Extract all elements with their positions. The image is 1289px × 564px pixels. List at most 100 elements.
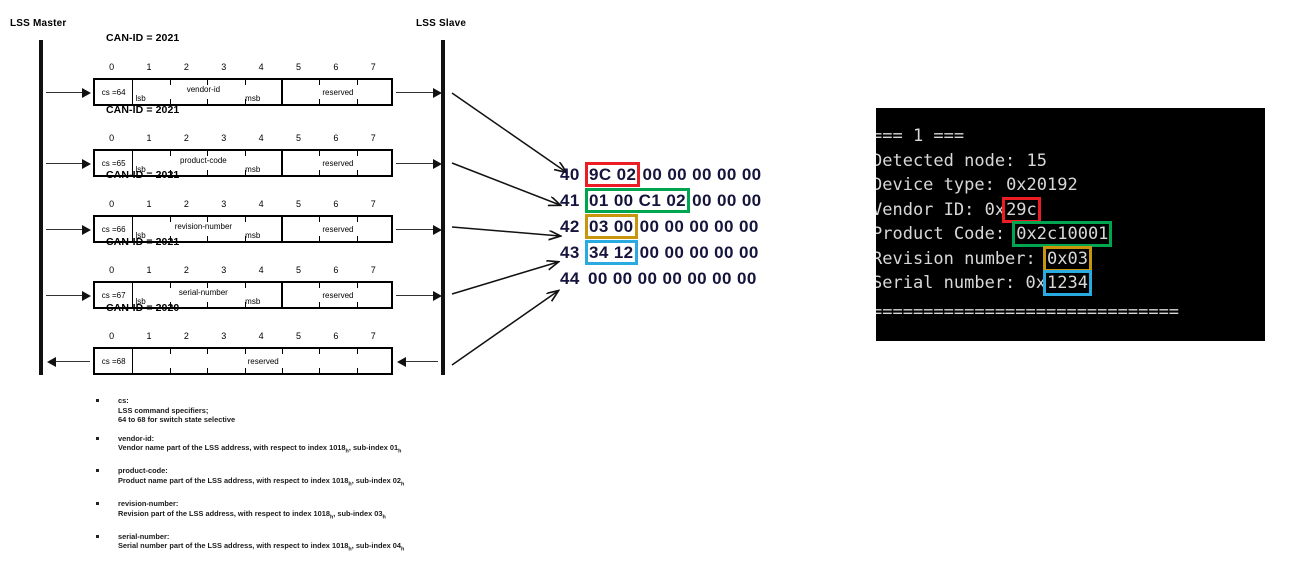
bit-tick (169, 99, 171, 104)
slave-in-arrow-1-line (396, 163, 435, 165)
bit-number: 6 (333, 133, 339, 143)
bit-tick (207, 170, 209, 175)
bit-number: 0 (109, 199, 115, 209)
bit-tick (169, 217, 171, 222)
bit-number: 7 (370, 133, 376, 143)
cs-label: cs =66 (101, 225, 126, 234)
legend-note-4: serial-number:Serial number part of the … (96, 532, 516, 556)
cell-divider (281, 217, 283, 241)
terminal-line: Serial number: 0x1234 (876, 270, 1179, 296)
bit-number: 4 (258, 265, 264, 275)
hex-row-rest: 00 00 00 (692, 191, 762, 210)
canid-label-3: CAN-ID = 2021 (106, 236, 180, 248)
bit-number: 7 (370, 265, 376, 275)
note-line: Vendor name part of the LSS address, wit… (118, 443, 402, 455)
canid-label-1: CAN-ID = 2021 (106, 104, 180, 116)
master-out-arrow-2-head (82, 224, 91, 235)
terminal-line-value: 0x20192 (1006, 175, 1078, 195)
lss-master-label: LSS Master (10, 18, 67, 29)
note-term: product-code: (118, 466, 168, 476)
master-in-arrow-4-line (54, 361, 90, 363)
slave-in-arrow-0-line (396, 92, 435, 94)
bit-number: 2 (183, 62, 189, 72)
terminal-line-value: 0x03 (1043, 245, 1092, 272)
bit-number: 1 (146, 133, 152, 143)
terminal-line-label: Serial number: 0x (876, 273, 1046, 293)
hex-row-index: 42 (560, 217, 580, 236)
lsb-label: lsb (135, 165, 146, 174)
bit-tick (207, 368, 209, 373)
terminal-line-value: 1234 (1043, 270, 1092, 296)
bullet-icon (96, 436, 99, 440)
bit-tick (244, 151, 246, 156)
bit-number: 1 (146, 331, 152, 341)
bit-tick (169, 283, 171, 288)
bit-number: 1 (146, 62, 152, 72)
bullet-icon (96, 534, 99, 538)
bit-number: 5 (296, 133, 302, 143)
bit-tick (356, 349, 358, 354)
slave-in-arrow-3-head (433, 290, 442, 301)
bit-tick (169, 302, 171, 307)
terminal-line-label: Revision number: (876, 248, 1046, 269)
legend-note-2: product-code:Product name part of the LS… (96, 466, 516, 490)
bit-tick (207, 236, 209, 241)
master-out-arrow-1-head (82, 158, 91, 169)
terminal-line-label: Vendor ID: 0x (876, 199, 1006, 220)
note-line: LSS command specifiers; (118, 405, 209, 415)
bit-number: 0 (109, 331, 115, 341)
legend-note-0: cs:LSS command specifiers;64 to 68 for s… (96, 396, 516, 425)
master-out-arrow-0-head (82, 87, 91, 98)
bit-tick (244, 236, 246, 241)
bit-tick (356, 99, 358, 104)
cell-divider (131, 80, 134, 104)
bit-tick (281, 349, 283, 354)
data-label: vendor-id (186, 85, 221, 94)
note-line: Revision part of the LSS address, with r… (118, 508, 386, 521)
bit-number: 1 (146, 199, 152, 209)
bit-number: 5 (296, 331, 302, 341)
master-out-arrow-3-head (82, 290, 91, 301)
cell-divider (131, 151, 134, 175)
bit-tick (356, 170, 358, 175)
bit-tick (244, 349, 246, 354)
slave-lifeline (441, 40, 445, 375)
slave-in-arrow-2-line (396, 229, 435, 231)
data-label: reserved (247, 357, 279, 366)
terminal-line-value: 0x2c10001 (1012, 221, 1113, 247)
msb-label: msb (245, 165, 261, 174)
note-term: revision-number: (118, 499, 179, 509)
terminal-separator: ============================== (876, 301, 1180, 322)
hex-row-rest: 00 00 00 00 00 (642, 165, 762, 184)
bit-tick (207, 99, 209, 104)
bit-number: 2 (183, 133, 189, 143)
slave-in-arrow-0-head (433, 87, 442, 98)
bit-tick (207, 151, 209, 156)
master-out-arrow-3-line (46, 295, 84, 297)
data-label: revision-number (174, 222, 233, 231)
msb-label: msb (245, 94, 261, 103)
master-out-arrow-0-line (46, 92, 84, 94)
bit-number: 0 (109, 265, 115, 275)
bit-tick (319, 283, 321, 288)
bit-tick (319, 217, 321, 222)
note-term: vendor-id: (118, 433, 155, 443)
bit-tick (244, 302, 246, 307)
bit-number: 6 (333, 62, 339, 72)
lsb-label: lsb (135, 94, 146, 103)
bit-number: 3 (221, 133, 227, 143)
reserved-label: reserved (322, 225, 354, 234)
legend-note-1: vendor-id:Vendor name part of the LSS ad… (96, 434, 516, 458)
terminal-line-label: Product Code: (876, 224, 1016, 244)
bit-tick (356, 236, 358, 241)
